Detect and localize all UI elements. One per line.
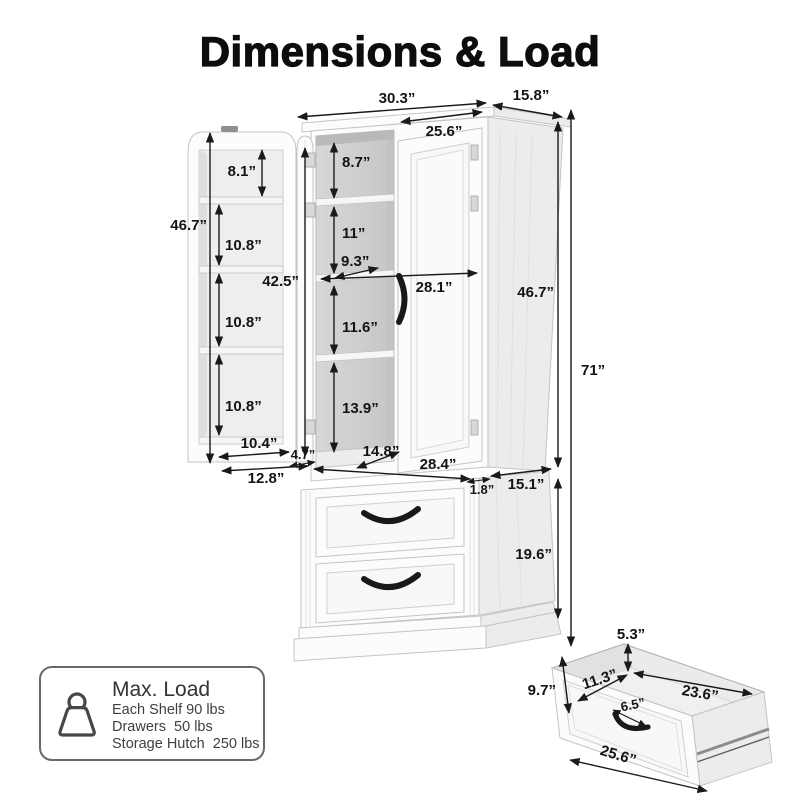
dim-drawer-outer-height: 9.7” bbox=[528, 682, 556, 699]
dim-drawer-inner-length: 23.6” bbox=[681, 682, 720, 705]
dim-door-section4: 10.8” bbox=[225, 398, 262, 415]
door-shelf bbox=[198, 196, 284, 205]
door-shelf bbox=[198, 436, 284, 445]
dim-door-thickness: 4.7” bbox=[291, 447, 316, 462]
dim-door-section2: 10.8” bbox=[225, 237, 262, 254]
cabinet-illustration bbox=[187, 106, 572, 662]
dim-bottom-depth: 14.8” bbox=[363, 443, 400, 460]
hinge-icon bbox=[304, 202, 316, 218]
dim-door-inner-width: 10.4” bbox=[241, 435, 278, 452]
dim-shelf3: 11.6” bbox=[342, 319, 378, 336]
dim-base-gap: 1.8” bbox=[470, 482, 495, 497]
open-door-edge bbox=[296, 135, 316, 463]
drawer-base-unit bbox=[293, 470, 562, 662]
max-load-drawers: Drawers 50 lbs bbox=[112, 719, 213, 735]
dim-depth: 15.8” bbox=[513, 87, 550, 104]
drawer-slide-rail bbox=[696, 727, 770, 756]
dim-shelf2: 11” bbox=[342, 225, 365, 242]
door-top-mount bbox=[221, 126, 238, 132]
door-shelf bbox=[198, 346, 284, 355]
dim-base-height: 19.6” bbox=[515, 546, 552, 563]
dim-total-height: 71” bbox=[581, 362, 605, 379]
door-shelf bbox=[198, 265, 284, 274]
dim-base-depth: 15.1” bbox=[508, 476, 545, 493]
max-load-shelf: Each Shelf 90 lbs bbox=[112, 702, 225, 718]
dim-shelf1: 8.7” bbox=[342, 154, 370, 171]
dim-door-panel-height: 42.5” bbox=[262, 273, 299, 290]
dim-shelf4: 13.9” bbox=[342, 400, 379, 417]
interior-shelf bbox=[315, 349, 395, 363]
plinth-base-side bbox=[485, 611, 562, 649]
dim-overall-width: 30.3” bbox=[379, 90, 416, 107]
weight-icon bbox=[58, 692, 96, 737]
dim-door-outer-width: 12.8” bbox=[248, 470, 285, 487]
dim-drawer-inner-height: 5.3” bbox=[617, 626, 645, 643]
hinge-icon bbox=[470, 144, 479, 161]
hinge-icon bbox=[470, 419, 479, 436]
dim-right-door-width: 25.6” bbox=[426, 123, 463, 140]
dim-door-section3: 10.8” bbox=[225, 314, 262, 331]
dim-hutch-height: 46.7” bbox=[517, 284, 554, 301]
page-title: Dimensions & Load bbox=[200, 28, 601, 75]
max-load-title: Max. Load bbox=[112, 678, 210, 701]
dim-door-height: 46.7” bbox=[170, 217, 207, 234]
hinge-icon bbox=[470, 195, 479, 212]
dim-drawer-handle-width: 6.5” bbox=[619, 695, 646, 715]
drawer-handle-icon bbox=[361, 572, 421, 590]
dim-opening-width: 28.4” bbox=[420, 456, 457, 473]
dimension-annotations: 30.3” 15.8” 25.6” 46.7” 8.1” 10.8” 10.8”… bbox=[170, 87, 605, 647]
dim-door-top-section: 8.1” bbox=[228, 163, 256, 180]
max-load-panel: Max. Load Each Shelf 90 lbs Drawers 50 l… bbox=[39, 666, 265, 761]
drawer-diagram: 5.3” 9.7” 11.3” 23.6” 6.5” 25.6” bbox=[528, 626, 773, 793]
hinge-icon bbox=[304, 419, 316, 435]
dim-inner-width: 28.1” bbox=[416, 279, 453, 296]
drawer-handle-icon bbox=[361, 506, 421, 524]
right-door bbox=[396, 127, 483, 474]
interior-shelf bbox=[315, 193, 395, 207]
max-load-hutch: Storage Hutch 250 lbs bbox=[112, 736, 260, 752]
cabinet-interior bbox=[315, 129, 395, 469]
hinge-icon bbox=[304, 152, 316, 168]
max-load-border bbox=[39, 666, 265, 761]
dim-shelf-depth: 9.3” bbox=[341, 253, 369, 270]
